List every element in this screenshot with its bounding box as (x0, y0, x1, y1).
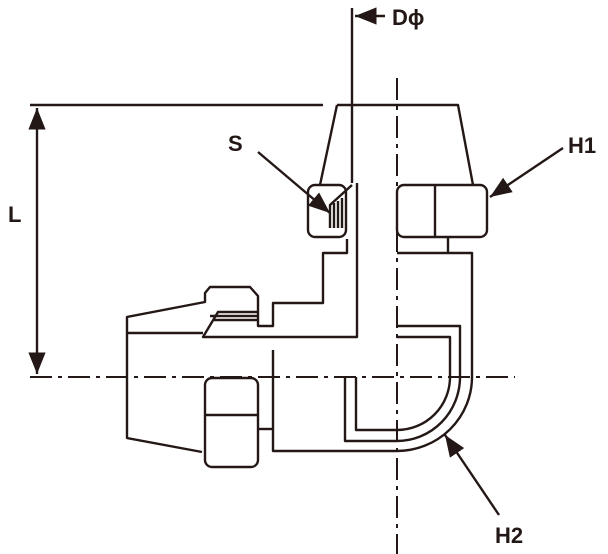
elbow-outer (271, 237, 474, 453)
top-nut-taper (318, 103, 475, 186)
side-thread (127, 314, 258, 335)
h1-label: H1 (568, 133, 596, 158)
body-outline (125, 183, 359, 454)
h2-label: H2 (495, 523, 523, 548)
top-nut-right-flat (395, 183, 489, 239)
diameter-label: Dϕ (392, 5, 424, 30)
h1-leader (489, 147, 564, 198)
s-leader (257, 151, 331, 214)
elbow-bore-outer (343, 324, 462, 443)
side-nut (203, 376, 260, 469)
length-label: L (8, 202, 21, 227)
elbow-bore-inner (354, 335, 452, 432)
s-label: S (228, 131, 243, 156)
h2-leader (444, 434, 500, 516)
top-thread (328, 184, 353, 228)
